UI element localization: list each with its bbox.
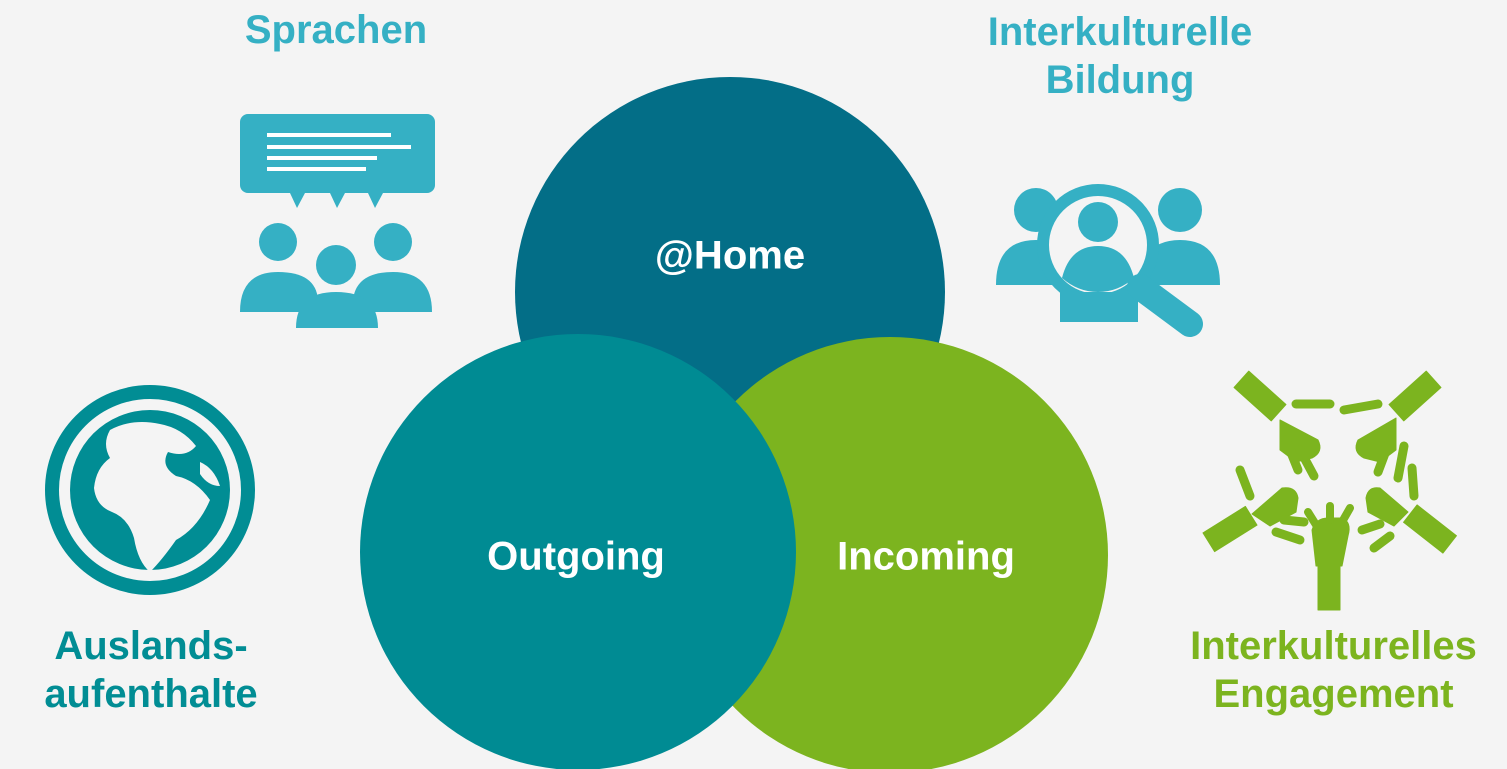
circle-label-outgoing: Outgoing	[487, 534, 665, 579]
circle-label-home: @Home	[654, 233, 806, 278]
circle-outgoing	[360, 334, 796, 769]
speech-group-icon	[240, 114, 435, 328]
circle-incoming	[672, 337, 1108, 769]
label-interkulturelle-bildung: Interkulturelle Bildung	[960, 8, 1280, 104]
people-search-icon	[996, 184, 1220, 337]
label-auslandsaufenthalte-line-1: Auslands-	[54, 624, 248, 668]
label-interkulturelle-bildung-line-1: Interkulturelle	[987, 10, 1253, 54]
label-interkulturelle-bildung-line-2: Bildung	[1045, 58, 1195, 102]
label-interkulturelles-engagement: Interkulturelles Engagement	[1170, 622, 1497, 718]
label-sprachen: Sprachen	[224, 6, 448, 54]
circle-label-incoming: Incoming	[837, 534, 1015, 579]
hands-circle-icon	[1202, 370, 1457, 611]
label-interkulturelles-engagement-line-1: Interkulturelles	[1190, 624, 1477, 668]
label-auslandsaufenthalte-line-2: aufenthalte	[44, 672, 258, 716]
label-auslandsaufenthalte: Auslands- aufenthalte	[16, 622, 286, 718]
label-sprachen-line-1: Sprachen	[244, 8, 428, 52]
label-interkulturelles-engagement-line-2: Engagement	[1213, 672, 1454, 716]
globe-icon	[45, 385, 255, 595]
